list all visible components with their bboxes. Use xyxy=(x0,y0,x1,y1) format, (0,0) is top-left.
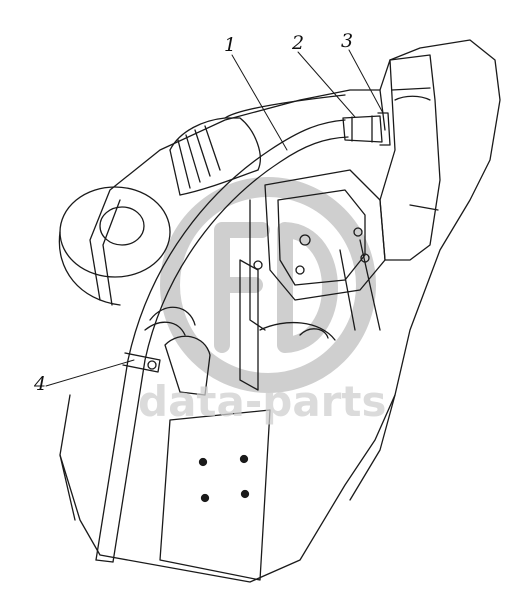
hose-connector-2 xyxy=(342,115,383,143)
watermark-text: data-parts xyxy=(138,377,387,426)
callout-label-2: 2 xyxy=(292,32,305,54)
engine-housing xyxy=(58,39,501,583)
leader-lines xyxy=(45,49,384,387)
callout-label-4: 4 xyxy=(34,373,47,395)
callout-label-1: 1 xyxy=(224,34,237,56)
clamp-holder-4 xyxy=(122,352,161,373)
watermark-logo xyxy=(160,177,376,393)
callout-label-3: 3 xyxy=(341,30,354,52)
pipe-1 xyxy=(95,119,349,563)
